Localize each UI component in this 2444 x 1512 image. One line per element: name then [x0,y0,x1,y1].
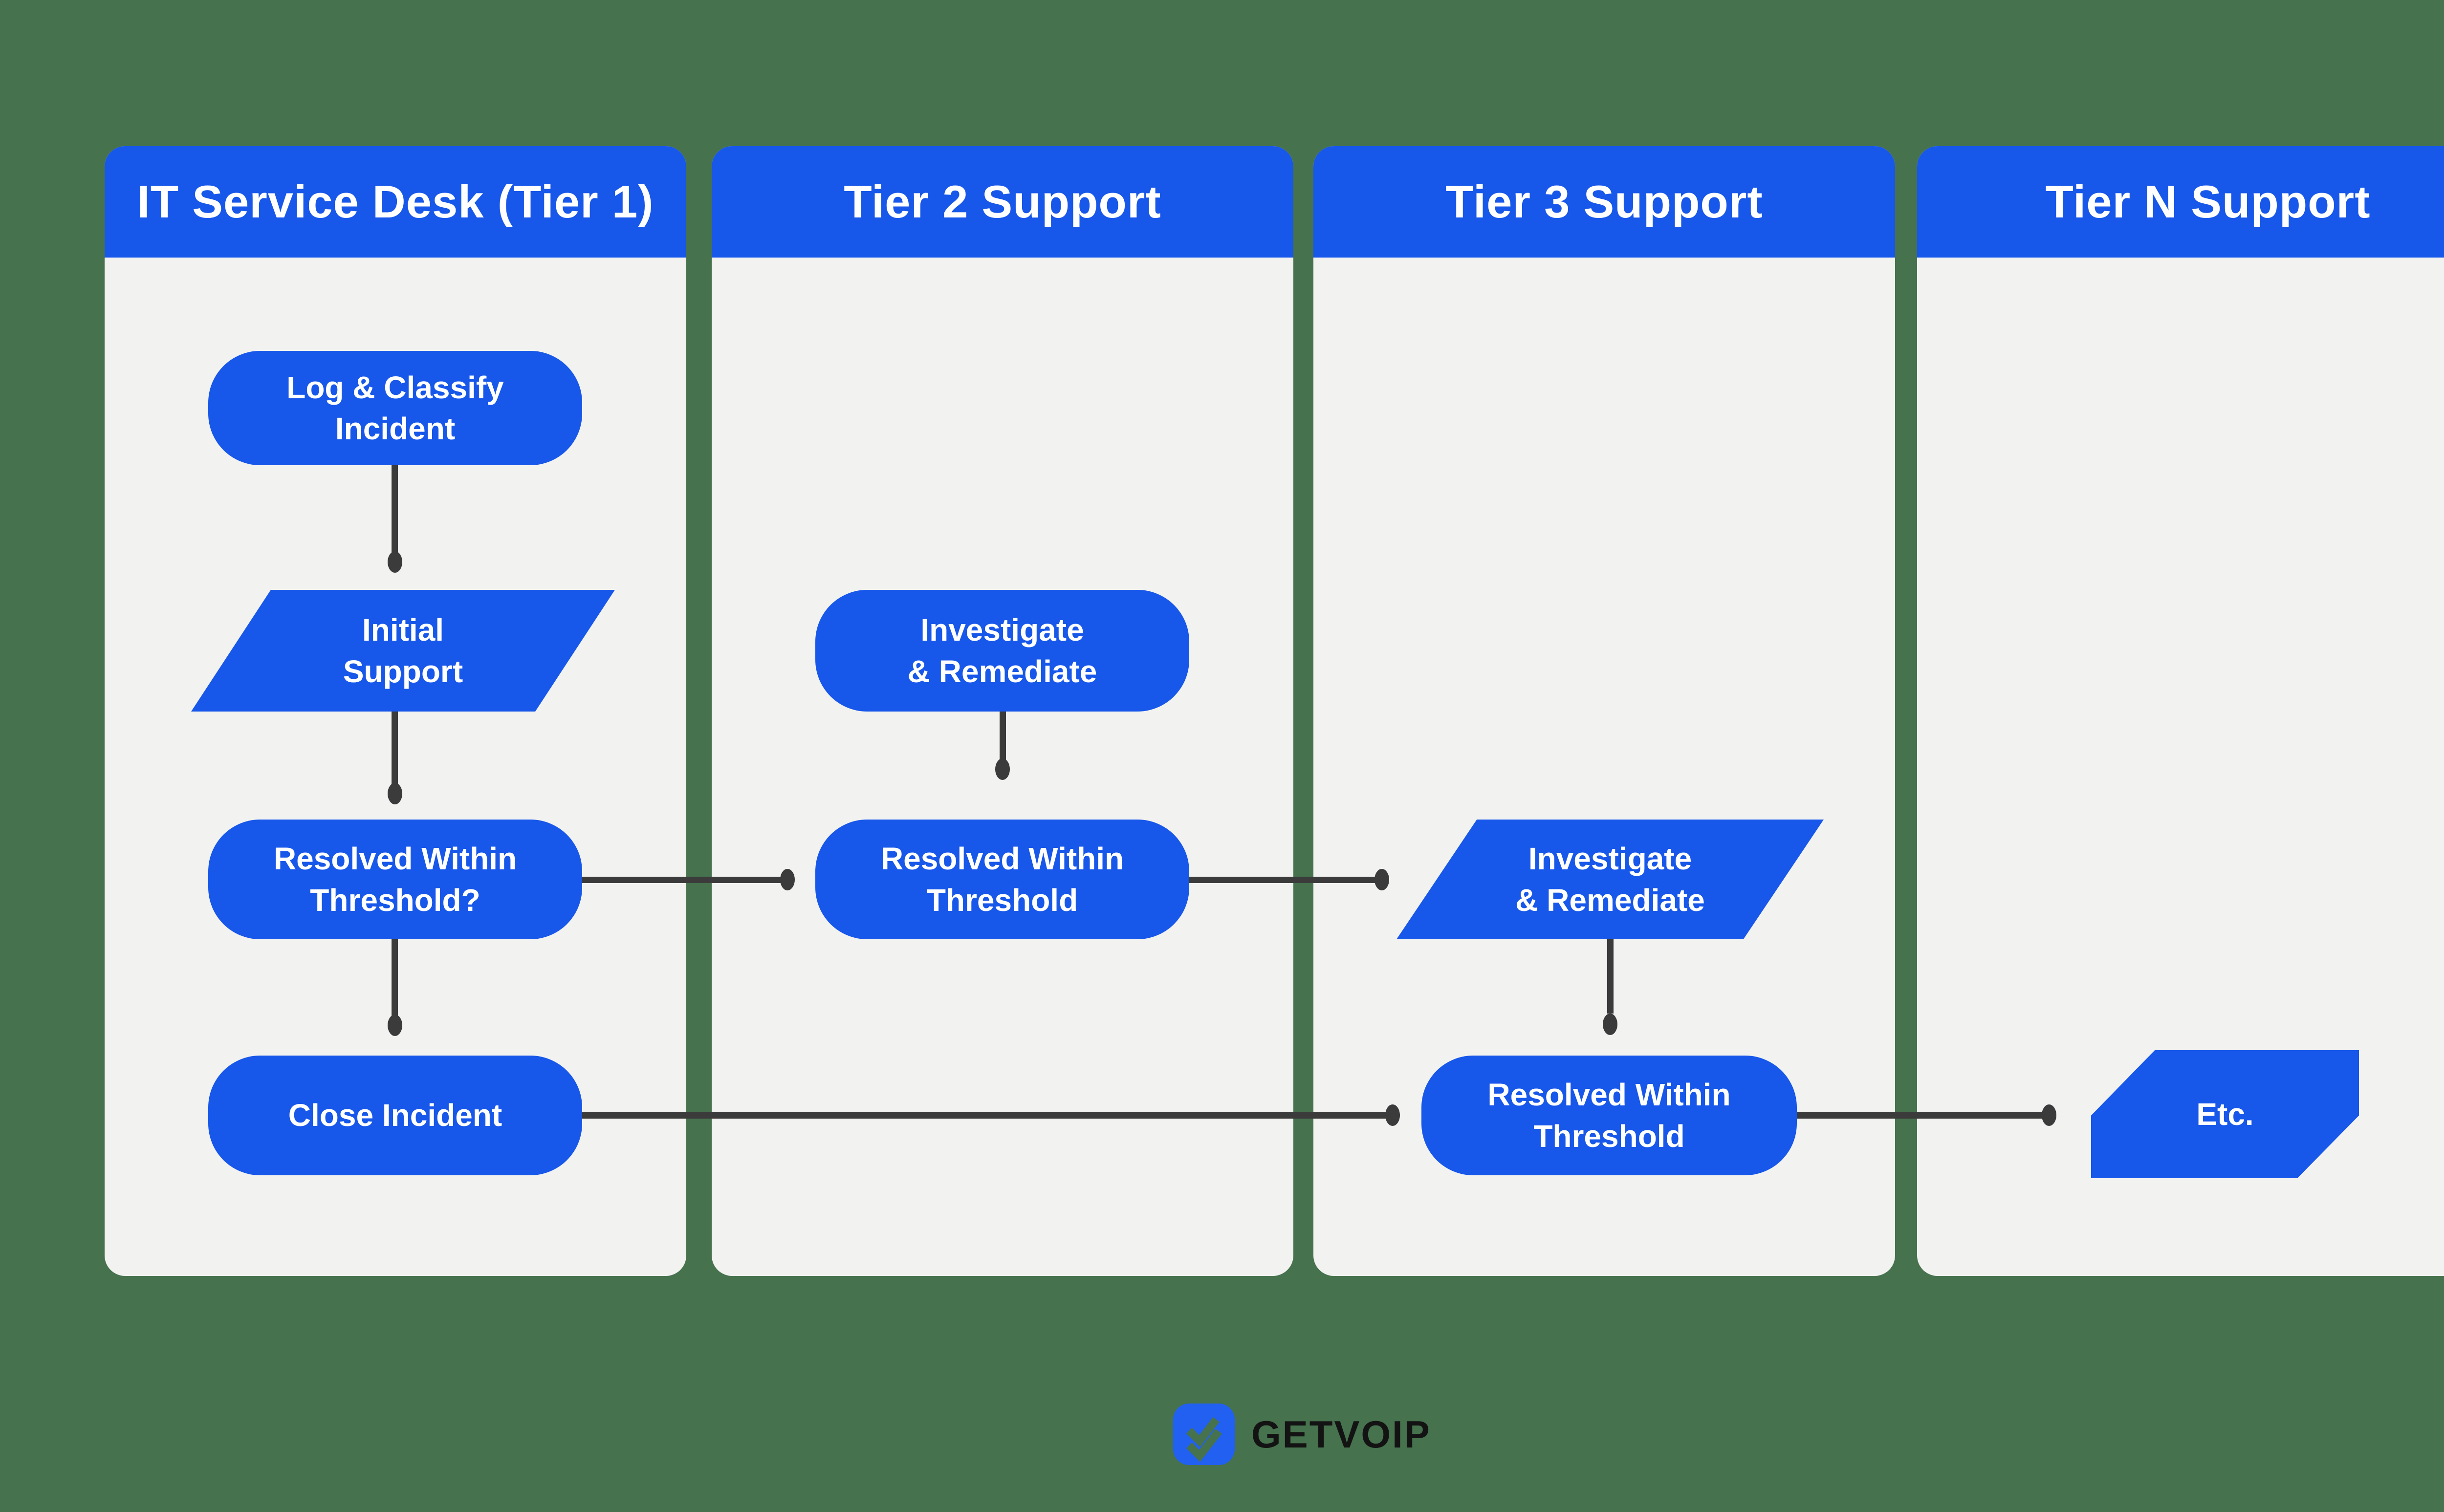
connector-dot [1603,1014,1617,1035]
connector-resolved1-to-close [392,939,398,1016]
node-label: Investigate & Remediate [1515,841,1705,918]
node-label: Etc. [2196,1096,2254,1132]
connector-investigate2-to-resolved2 [1000,712,1006,760]
lane-title: IT Service Desk (Tier 1) [137,176,654,227]
node-label: Initial Support [343,612,463,689]
node-label: Log & Classify Incident [286,369,504,446]
connector-resolved2-to-investigate3 [1189,877,1376,883]
connector-dot [1375,869,1389,890]
flow-node-log-classify-incident: Log & Classify Incident [208,351,582,465]
swimlane-tier2: Tier 2 Support [712,146,1293,1276]
connector-dot [388,551,402,573]
lane-header-tier3: Tier 3 Support [1313,146,1895,258]
lane-title: Tier 3 Support [1445,176,1763,227]
node-label: Resolved Within Threshold [1487,1077,1731,1154]
lane-title: Tier N Support [2045,176,2371,227]
double-check-icon [1173,1404,1235,1465]
flow-node-initial-support: Initial Support [191,590,615,712]
connector-investigate3-to-resolved3 [1607,939,1614,1014]
swimlane-tier3: Tier 3 Support [1313,146,1895,1276]
flow-node-investigate-remediate-tier3: Investigate & Remediate [1397,820,1824,939]
connector-log-to-initial [392,465,398,553]
node-label: Resolved Within Threshold [880,841,1124,918]
flow-node-resolved-within-threshold-tier2: Resolved Within Threshold [815,820,1189,939]
connector-initial-to-resolved1 [392,712,398,785]
lane-header-tier2: Tier 2 Support [712,146,1293,258]
flow-node-etc: Etc. [2091,1050,2359,1178]
flow-node-resolved-within-threshold-tier3: Resolved Within Threshold [1421,1056,1797,1175]
connector-close-to-resolved3 [582,1112,1387,1119]
brand-logo: GETVOIP [1173,1404,1431,1465]
node-label: Close Incident [288,1098,502,1133]
flow-node-close-incident: Close Incident [208,1056,582,1175]
node-label: Resolved Within Threshold? [273,841,517,918]
connector-dot [388,1015,402,1036]
connector-resolved3-to-etc [1797,1112,2043,1119]
brand-name: GETVOIP [1251,1412,1431,1456]
connector-dot [995,758,1010,780]
connector-resolved1-to-resolved2 [582,877,782,883]
lane-title: Tier 2 Support [844,176,1161,227]
lane-header-tierN: Tier N Support [1917,146,2444,258]
flow-node-resolved-within-threshold-tier1: Resolved Within Threshold? [208,820,582,939]
connector-dot [388,783,402,804]
node-label: Investigate & Remediate [907,612,1097,689]
flow-node-investigate-remediate-tier2: Investigate & Remediate [815,590,1189,712]
connector-dot [1385,1104,1400,1126]
lane-header-tier1: IT Service Desk (Tier 1) [105,146,686,258]
connector-dot [2042,1104,2056,1126]
connector-dot [780,869,795,890]
